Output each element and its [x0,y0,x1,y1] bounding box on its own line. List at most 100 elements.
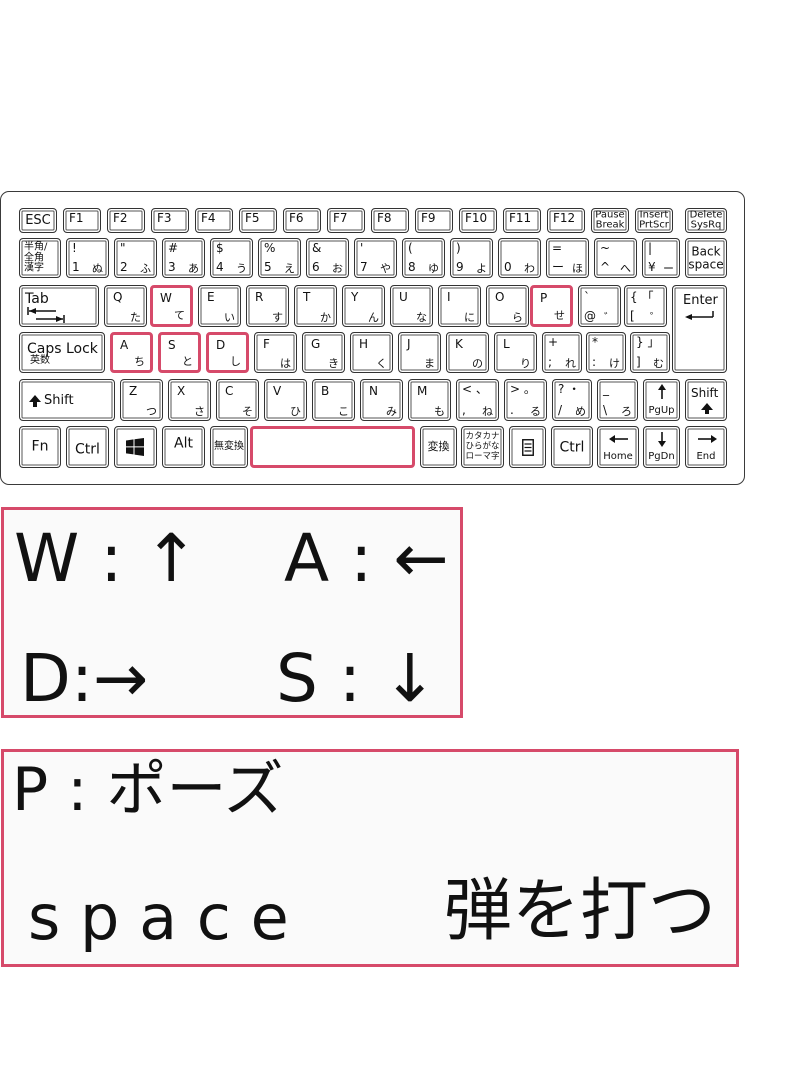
shift-arrow-icon [701,403,713,414]
key-muhenkan[interactable]: 無変換 [210,426,248,468]
key-end[interactable]: End [685,426,727,468]
key-hankaku[interactable]: 半角/ 全角 漢字 [19,238,61,278]
arrow-up-icon [658,384,666,399]
key-insert[interactable]: Insert PrtScr [635,208,673,233]
action-legend: P : ポーズ s p a c e 弾を打つ [1,749,739,967]
key-f1[interactable]: F1 [63,208,101,233]
movement-legend: W : ↑ A : ← D:→ S : ↓ [1,507,463,718]
key-f4[interactable]: F4 [195,208,233,233]
key-f3[interactable]: F3 [151,208,189,233]
key-menu[interactable] [509,426,546,468]
arrow-left-icon [609,435,628,443]
key-yen[interactable]: |¥ー [642,238,680,278]
key-comma[interactable]: < 、,ね [456,379,499,421]
key-minus[interactable]: =ーほ [546,238,589,278]
enter-arrow-icon [685,311,714,320]
key-f7[interactable]: F7 [327,208,365,233]
key-f11[interactable]: F11 [503,208,541,233]
legend-d-right: D:→ [20,640,149,717]
key-home[interactable]: Home [597,426,639,468]
key-rbracket[interactable]: } 」]む [630,332,670,373]
key-henkan[interactable]: 変換 [420,426,457,468]
key-delete[interactable]: Delete SysRq [685,208,727,233]
key-esc[interactable]: ESC [19,208,57,233]
key-ctrl-left[interactable]: Ctrl [66,426,109,468]
key-f6[interactable]: F6 [283,208,321,233]
key-bracket[interactable]: { 「[゜ [624,285,667,327]
key-period[interactable]: > 。.る [504,379,547,421]
legend-w-up: W : ↑ [14,520,199,597]
key-f12[interactable]: F12 [547,208,585,233]
legend-s-down: S : ↓ [276,640,438,717]
legend-pause: P : ポーズ [12,755,284,825]
key-ctrl-right[interactable]: Ctrl [551,426,593,468]
key-shift-left[interactable]: Shift [19,379,115,421]
key-pgup[interactable]: PgUp [643,379,680,421]
key-semicolon[interactable]: +;れ [542,332,582,373]
key-caret[interactable]: ~^へ [594,238,637,278]
key-f9[interactable]: F9 [415,208,453,233]
key-space[interactable] [250,426,415,468]
key-enter[interactable]: Enter [672,285,727,373]
key-kana[interactable]: カタカナ ひらがな ローマ字 [461,426,504,468]
key-f2[interactable]: F2 [107,208,145,233]
key-fn[interactable]: Fn [19,426,61,468]
key-alt[interactable]: Alt [162,426,205,468]
keyboard: ESC F1 F2 F3 F4 F5 F6 F7 F8 F9 F10 F11 F… [0,191,745,485]
key-f10[interactable]: F10 [459,208,497,233]
key-at[interactable]: `@゛ [578,285,621,327]
key-pgdn[interactable]: PgDn [643,426,680,468]
tab-arrows-icon [27,307,65,323]
legend-space: s p a c e [28,881,289,954]
key-windows[interactable] [114,426,157,468]
legend-a-left: A : ← [284,520,449,597]
key-backslash[interactable]: _\ろ [597,379,638,421]
key-backspace[interactable]: Back space [685,238,727,278]
key-slash[interactable]: ? ・/め [552,379,592,421]
key-shift-right[interactable]: Shift [685,379,727,421]
key-tab[interactable]: Tab [19,285,99,327]
key-f5[interactable]: F5 [239,208,277,233]
key-f8[interactable]: F8 [371,208,409,233]
key-pause[interactable]: Pause Break [591,208,629,233]
menu-key-icon [522,439,534,456]
key-colon[interactable]: *:け [586,332,626,373]
